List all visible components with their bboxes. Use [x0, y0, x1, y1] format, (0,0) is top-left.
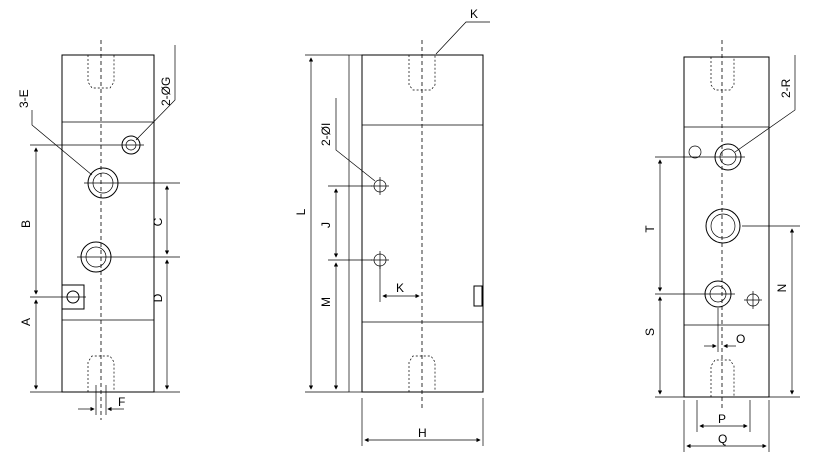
dim-k-mid-label: K [396, 281, 404, 295]
dim-s-label: S [643, 328, 657, 336]
dim-p-label: P [718, 412, 726, 426]
callout-k-top-label: K [470, 7, 478, 21]
dim-j-label: J [319, 222, 333, 228]
dim-o-label: O [736, 332, 745, 346]
side-slot [473, 285, 483, 307]
right-body [683, 56, 770, 398]
dim-q-label: Q [718, 432, 727, 446]
right-view: T S N O P Q 2-R [643, 40, 800, 452]
dim-a-label: A [19, 318, 33, 326]
port-main-icon [705, 208, 741, 244]
dim-h-label: H [418, 426, 427, 440]
middle-body [361, 54, 484, 393]
callout-2g-label: 2-ØG [159, 77, 173, 106]
callout-2r-label: 2-R [779, 78, 793, 98]
dim-f-label: F [118, 395, 125, 409]
callout-3e-label: 3-E [17, 89, 31, 108]
left-body [61, 54, 155, 393]
dim-t-label: T [643, 225, 657, 233]
left-view: B A C D F 3-E 2-ØG [17, 40, 180, 420]
dim-b-label: B [19, 220, 33, 228]
dim-d-label: D [151, 293, 165, 302]
dim-n-label: N [775, 284, 789, 293]
dim-m-label: M [319, 297, 333, 307]
middle-view: L J M K H K 2-ØI [294, 7, 490, 446]
dim-c-label: C [151, 217, 165, 226]
callout-2i-label: 2-ØI [319, 123, 333, 146]
dim-l-label: L [294, 208, 308, 215]
small-hole-upper-icon [688, 145, 702, 159]
